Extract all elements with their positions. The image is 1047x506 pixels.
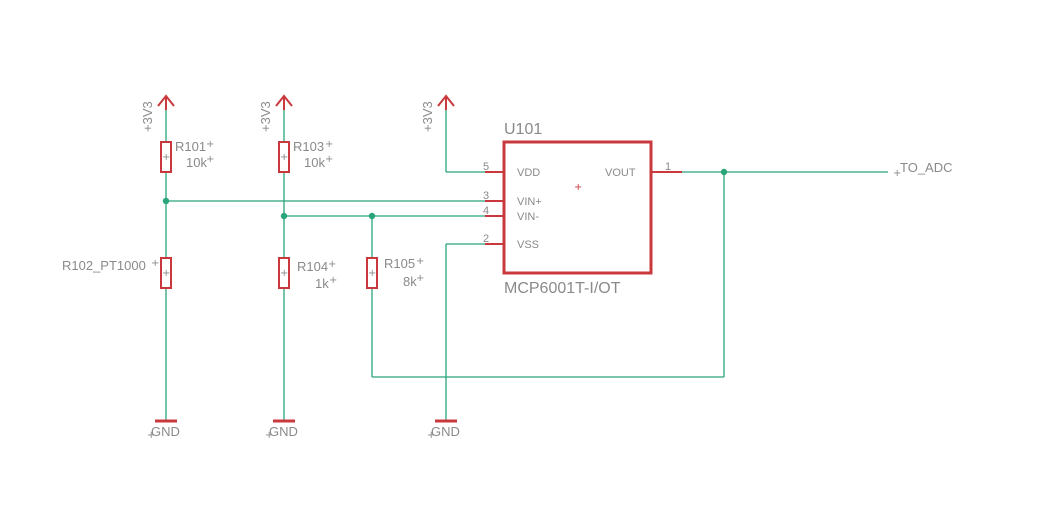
supply-symbol: +3V3 xyxy=(140,94,175,132)
supply-arrow-icon xyxy=(157,94,175,107)
supply-label: +3V3 xyxy=(258,101,273,132)
resistor-r101: + R101 + 10k + xyxy=(160,139,214,173)
svg-text:+: + xyxy=(893,168,901,179)
resistor-name: R104 xyxy=(297,259,328,274)
ground-label: GND xyxy=(151,424,180,439)
opamp-refdes: U101 xyxy=(504,121,542,138)
pin-number: 3 xyxy=(483,190,489,202)
svg-text:+: + xyxy=(329,275,337,286)
svg-text:+: + xyxy=(416,273,424,284)
svg-text:+: + xyxy=(280,268,288,279)
resistor-body-icon xyxy=(278,257,290,289)
pin-number: 1 xyxy=(665,161,671,173)
ground-label: GND xyxy=(269,424,298,439)
ground-symbol: + GND xyxy=(265,419,298,441)
svg-text:+: + xyxy=(206,154,214,165)
svg-text:+: + xyxy=(147,430,155,441)
resistor-value: 8k xyxy=(403,274,417,289)
svg-text:+: + xyxy=(325,154,333,165)
opamp-part-number: MCP6001T-I/OT xyxy=(504,280,621,297)
junction-r105 xyxy=(368,212,376,220)
opamp-body-icon xyxy=(502,140,653,275)
resistor-body-icon xyxy=(278,141,290,173)
resistor-body-icon xyxy=(366,257,378,289)
svg-text:+: + xyxy=(151,258,159,269)
resistor-name: R102_PT1000 xyxy=(62,258,146,273)
supply-symbol: +3V3 xyxy=(258,94,293,132)
svg-text:+: + xyxy=(574,182,582,193)
pin-name: VDD xyxy=(517,167,540,179)
pin-number: 5 xyxy=(483,161,489,173)
wires xyxy=(165,100,888,420)
svg-text:+: + xyxy=(368,268,376,279)
opamp-u101: + U101 MCP6001T-I/OT 5 3 4 2 1 VDD VIN+ … xyxy=(483,121,682,297)
resistor-r105: + R105 + 8k + xyxy=(366,256,424,289)
resistor-r104: + R104 + 1k + xyxy=(278,257,337,291)
junction-output xyxy=(720,168,728,176)
resistor-body-icon xyxy=(160,257,172,289)
pin-number: 4 xyxy=(483,205,489,217)
resistor-r103: + R103 + 10k + xyxy=(278,139,333,173)
pin-name: VIN+ xyxy=(517,196,542,208)
net-label-to-adc: + TO_ADC xyxy=(893,160,953,179)
resistor-r102: + R102_PT1000 + xyxy=(62,257,172,289)
svg-text:+: + xyxy=(162,268,170,279)
supply-symbol: +3V3 xyxy=(420,94,455,132)
pin-name: VSS xyxy=(517,239,539,251)
junction-vin-minus xyxy=(280,212,288,220)
svg-text:+: + xyxy=(427,430,435,441)
resistor-value: 1k xyxy=(315,276,329,291)
resistor-body-icon xyxy=(160,141,172,173)
svg-text:+: + xyxy=(265,430,273,441)
svg-text:+: + xyxy=(328,259,336,270)
ground-symbol: + GND xyxy=(427,419,460,441)
resistor-name: R101 xyxy=(175,139,206,154)
svg-text:+: + xyxy=(325,139,333,150)
supply-arrow-icon xyxy=(275,94,293,107)
resistor-value: 10k xyxy=(304,155,325,170)
resistor-value: 10k xyxy=(186,155,207,170)
svg-text:+: + xyxy=(162,152,170,163)
supply-label: +3V3 xyxy=(420,101,435,132)
junction-vin-plus xyxy=(162,197,170,205)
svg-text:+: + xyxy=(280,152,288,163)
pin-number: 2 xyxy=(483,233,489,245)
net-label: TO_ADC xyxy=(900,160,953,175)
ground-label: GND xyxy=(431,424,460,439)
svg-text:+: + xyxy=(206,139,214,150)
supply-arrow-icon xyxy=(437,94,455,107)
pin-name: VIN- xyxy=(517,211,539,223)
svg-text:+: + xyxy=(416,256,424,267)
ground-symbol: + GND xyxy=(147,419,180,441)
resistor-name: R103 xyxy=(293,139,324,154)
pin-name: VOUT xyxy=(605,167,636,179)
resistor-name: R105 xyxy=(384,256,415,271)
supply-label: +3V3 xyxy=(140,101,155,132)
